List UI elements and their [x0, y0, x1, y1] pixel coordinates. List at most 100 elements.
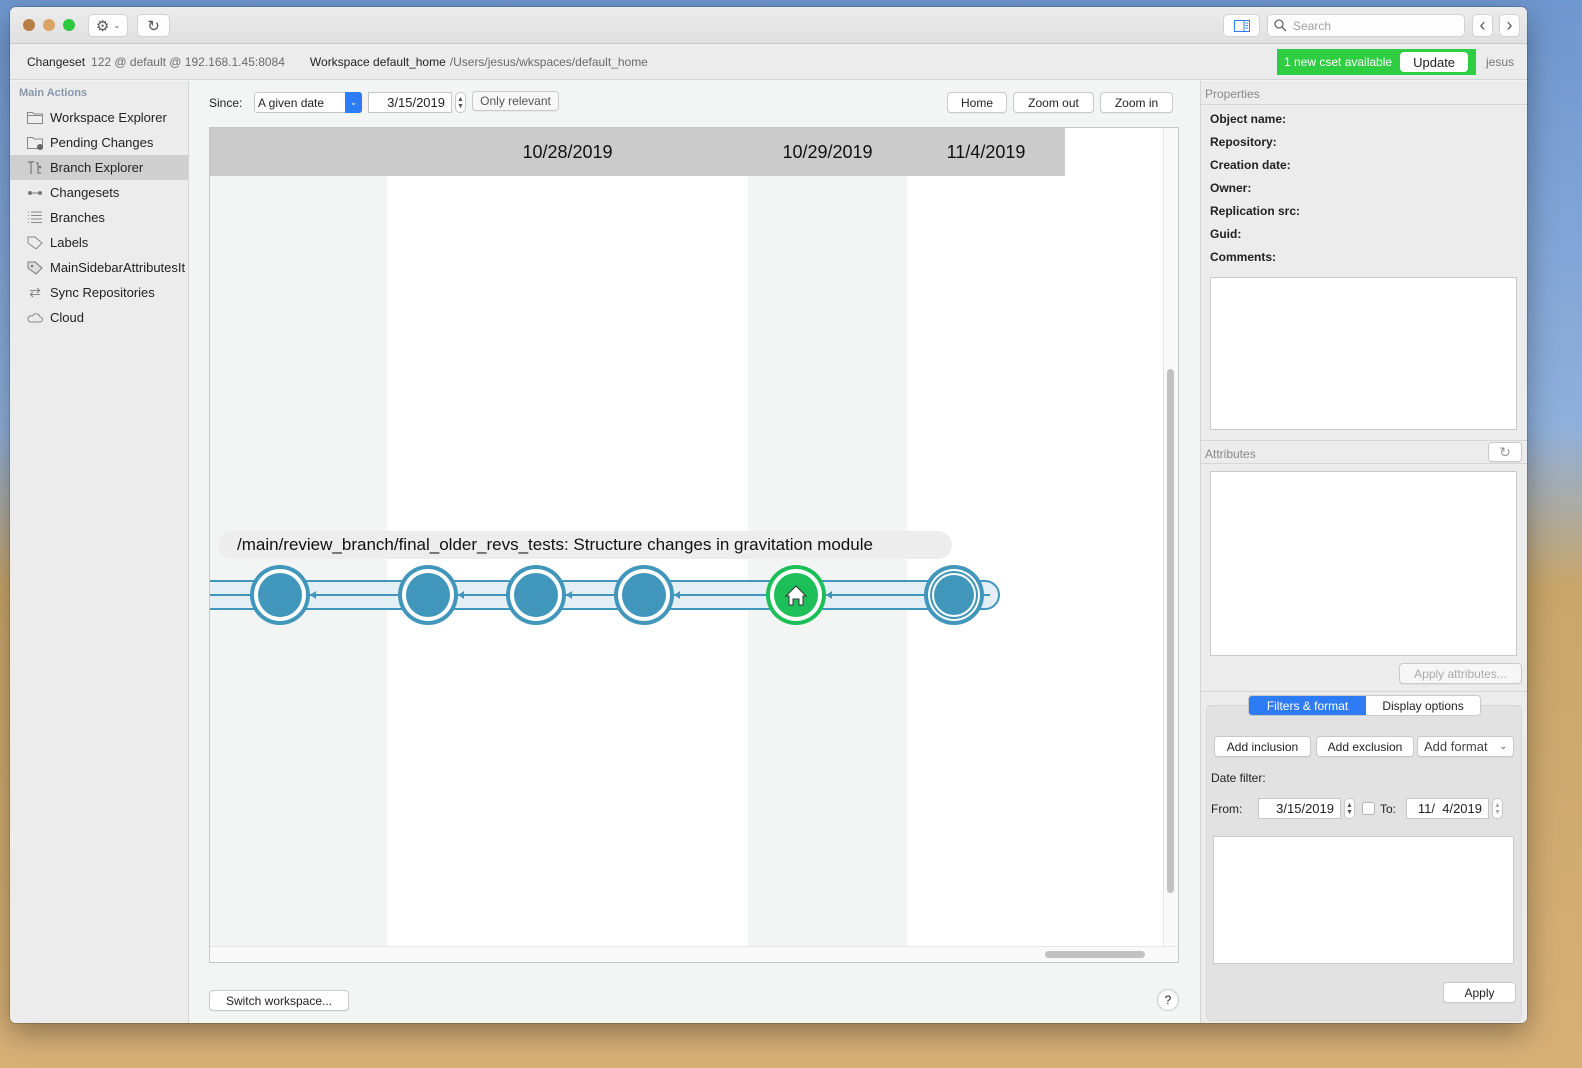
from-date-value: 3/15/2019 [1276, 801, 1334, 816]
sidebar-item-branch-explorer[interactable]: Branch Explorer [10, 155, 188, 180]
date-header-10-28: 10/28/2019 [210, 128, 748, 176]
since-date-stepper[interactable]: ▲▼ [455, 92, 466, 113]
attributes-list[interactable] [1210, 471, 1517, 656]
search-input[interactable]: Search [1267, 14, 1465, 37]
to-date-checkbox[interactable] [1362, 802, 1375, 815]
gear-icon: ⚙ [95, 17, 110, 35]
only-relevant-button[interactable]: Only relevant [472, 91, 559, 111]
toggle-panel-button[interactable] [1223, 14, 1260, 37]
branch-icon [26, 160, 44, 176]
sidebar-item-pending-changes[interactable]: Pending Changes [10, 130, 188, 155]
apply-filters-button[interactable]: Apply [1443, 982, 1516, 1003]
attributes-header: Attributes ↻ [1201, 440, 1527, 464]
sidebar-item-label: Workspace Explorer [50, 110, 167, 125]
zoom-out-button[interactable]: Zoom out [1013, 92, 1094, 113]
to-date-stepper[interactable]: ▲▼ [1492, 798, 1503, 819]
chevron-right-icon: › [1506, 15, 1513, 35]
branch-explorer-canvas[interactable]: 10/28/2019 10/29/2019 11/4/2019 /main/re… [209, 127, 1179, 963]
sidebar-item-workspace-explorer[interactable]: Workspace Explorer [10, 105, 188, 130]
head-changeset-node[interactable] [924, 565, 984, 625]
property-object-name: Object name: [1210, 111, 1287, 126]
property-owner: Owner: [1210, 180, 1252, 195]
changeset-node[interactable] [614, 565, 674, 625]
switch-workspace-button[interactable]: Switch workspace... [209, 990, 349, 1011]
changeset-node[interactable] [250, 565, 310, 625]
from-date-field[interactable]: 3/15/2019 [1258, 798, 1341, 819]
settings-menu-button[interactable]: ⚙ ⌄ [88, 14, 128, 37]
sidebar-item-label: Cloud [50, 310, 84, 325]
branch-explorer-view: Since: A given date ⌄ 3/15/2019 ▲▼ Only … [190, 81, 1199, 1023]
filter-rules-list[interactable] [1213, 836, 1514, 964]
search-icon [1274, 19, 1287, 32]
tab-display-options[interactable]: Display options [1366, 696, 1480, 715]
maximize-window-button[interactable] [63, 19, 75, 31]
changeset-node[interactable] [398, 565, 458, 625]
property-guid: Guid: [1210, 226, 1242, 241]
zoom-in-button[interactable]: Zoom in [1100, 92, 1173, 113]
refresh-button[interactable]: ↻ [137, 14, 170, 37]
date-header-10-29: 10/29/2019 [748, 128, 907, 176]
since-date-field[interactable]: 3/15/2019 [368, 92, 452, 113]
from-date-stepper[interactable]: ▲▼ [1344, 798, 1355, 819]
stepper-up-icon: ▲ [1494, 801, 1501, 809]
sidebar-item-label: Pending Changes [50, 135, 154, 150]
help-button[interactable]: ? [1157, 989, 1179, 1011]
to-date-field[interactable]: 11/ 4/2019 [1406, 798, 1489, 819]
vertical-scroll-thumb[interactable] [1167, 369, 1174, 893]
date-header-label: 10/29/2019 [782, 141, 873, 162]
properties-title: Properties [1205, 87, 1260, 101]
tag-icon [26, 235, 44, 251]
changeset-node[interactable] [506, 565, 566, 625]
horizontal-scrollbar[interactable] [210, 946, 1178, 962]
sidebar-item-attributes[interactable]: MainSidebarAttributesIt [10, 255, 188, 280]
branch-label-text: /main/review_branch/final_older_revs_tes… [237, 535, 873, 554]
minimize-window-button[interactable] [43, 19, 55, 31]
forward-button[interactable]: › [1499, 14, 1520, 37]
sidebar-item-cloud[interactable]: Cloud [10, 305, 188, 330]
workspace-info-bar: Changeset 122 @ default @ 192.168.1.45:8… [10, 44, 1527, 80]
refresh-attributes-button[interactable]: ↻ [1488, 442, 1522, 462]
chevron-down-icon: ⌄ [1499, 741, 1507, 751]
chevron-down-icon: ⌄ [345, 92, 362, 113]
app-window: ⚙ ⌄ ↻ Search ‹ › [10, 7, 1527, 1023]
stepper-down-icon: ▼ [457, 102, 464, 110]
comments-textarea[interactable] [1210, 277, 1517, 430]
sidebar-item-label: Labels [50, 235, 89, 250]
workspace-label: Workspace default_home [309, 54, 446, 69]
refresh-icon: ↻ [1499, 443, 1511, 460]
add-inclusion-button[interactable]: Add inclusion [1214, 736, 1311, 757]
sidebar-item-label: MainSidebarAttributesIt [50, 260, 186, 275]
date-header-label: 10/28/2019 [522, 141, 613, 162]
branch-label[interactable]: /main/review_branch/final_older_revs_tes… [218, 531, 952, 559]
back-button[interactable]: ‹ [1472, 14, 1493, 37]
sidebar-item-labels[interactable]: Labels [10, 230, 188, 255]
date-filter-label: Date filter: [1211, 771, 1266, 785]
apply-attributes-button[interactable]: Apply attributes... [1399, 663, 1522, 684]
to-date-value: 11/ 4/2019 [1417, 801, 1482, 816]
sidebar-item-branches[interactable]: Branches [10, 205, 188, 230]
home-changeset-node[interactable] [766, 565, 826, 625]
home-button[interactable]: Home [947, 92, 1007, 113]
since-select[interactable]: A given date ⌄ [254, 92, 362, 113]
since-select-value: A given date [258, 95, 325, 110]
add-exclusion-button[interactable]: Add exclusion [1316, 736, 1414, 757]
date-header-11-4: 11/4/2019 [907, 128, 1065, 176]
vertical-scrollbar[interactable] [1163, 128, 1178, 946]
properties-header: Properties [1201, 81, 1527, 105]
changeset-value: 122 @ default @ 192.168.1.45:8084 [91, 54, 285, 69]
cloud-icon [26, 310, 44, 326]
sync-icon: ⇄ [29, 284, 41, 300]
sidebar-item-changesets[interactable]: Changesets [10, 180, 188, 205]
add-format-dropdown[interactable]: Add format ⌄ [1417, 736, 1514, 757]
sidebar-item-label: Branch Explorer [50, 160, 144, 175]
tab-filters-format[interactable]: Filters & format [1249, 696, 1366, 715]
since-label: Since: [209, 96, 243, 110]
close-window-button[interactable] [23, 19, 35, 31]
sidebar-item-sync-repositories[interactable]: ⇄ Sync Repositories [10, 280, 188, 305]
pending-folder-icon [26, 135, 44, 151]
divider [1201, 691, 1527, 692]
properties-list: Object name: Repository: Creation date: … [1201, 105, 1527, 268]
user-name: jesus [1486, 55, 1515, 69]
horizontal-scroll-thumb[interactable] [1045, 951, 1145, 958]
update-button[interactable]: Update [1400, 52, 1469, 72]
